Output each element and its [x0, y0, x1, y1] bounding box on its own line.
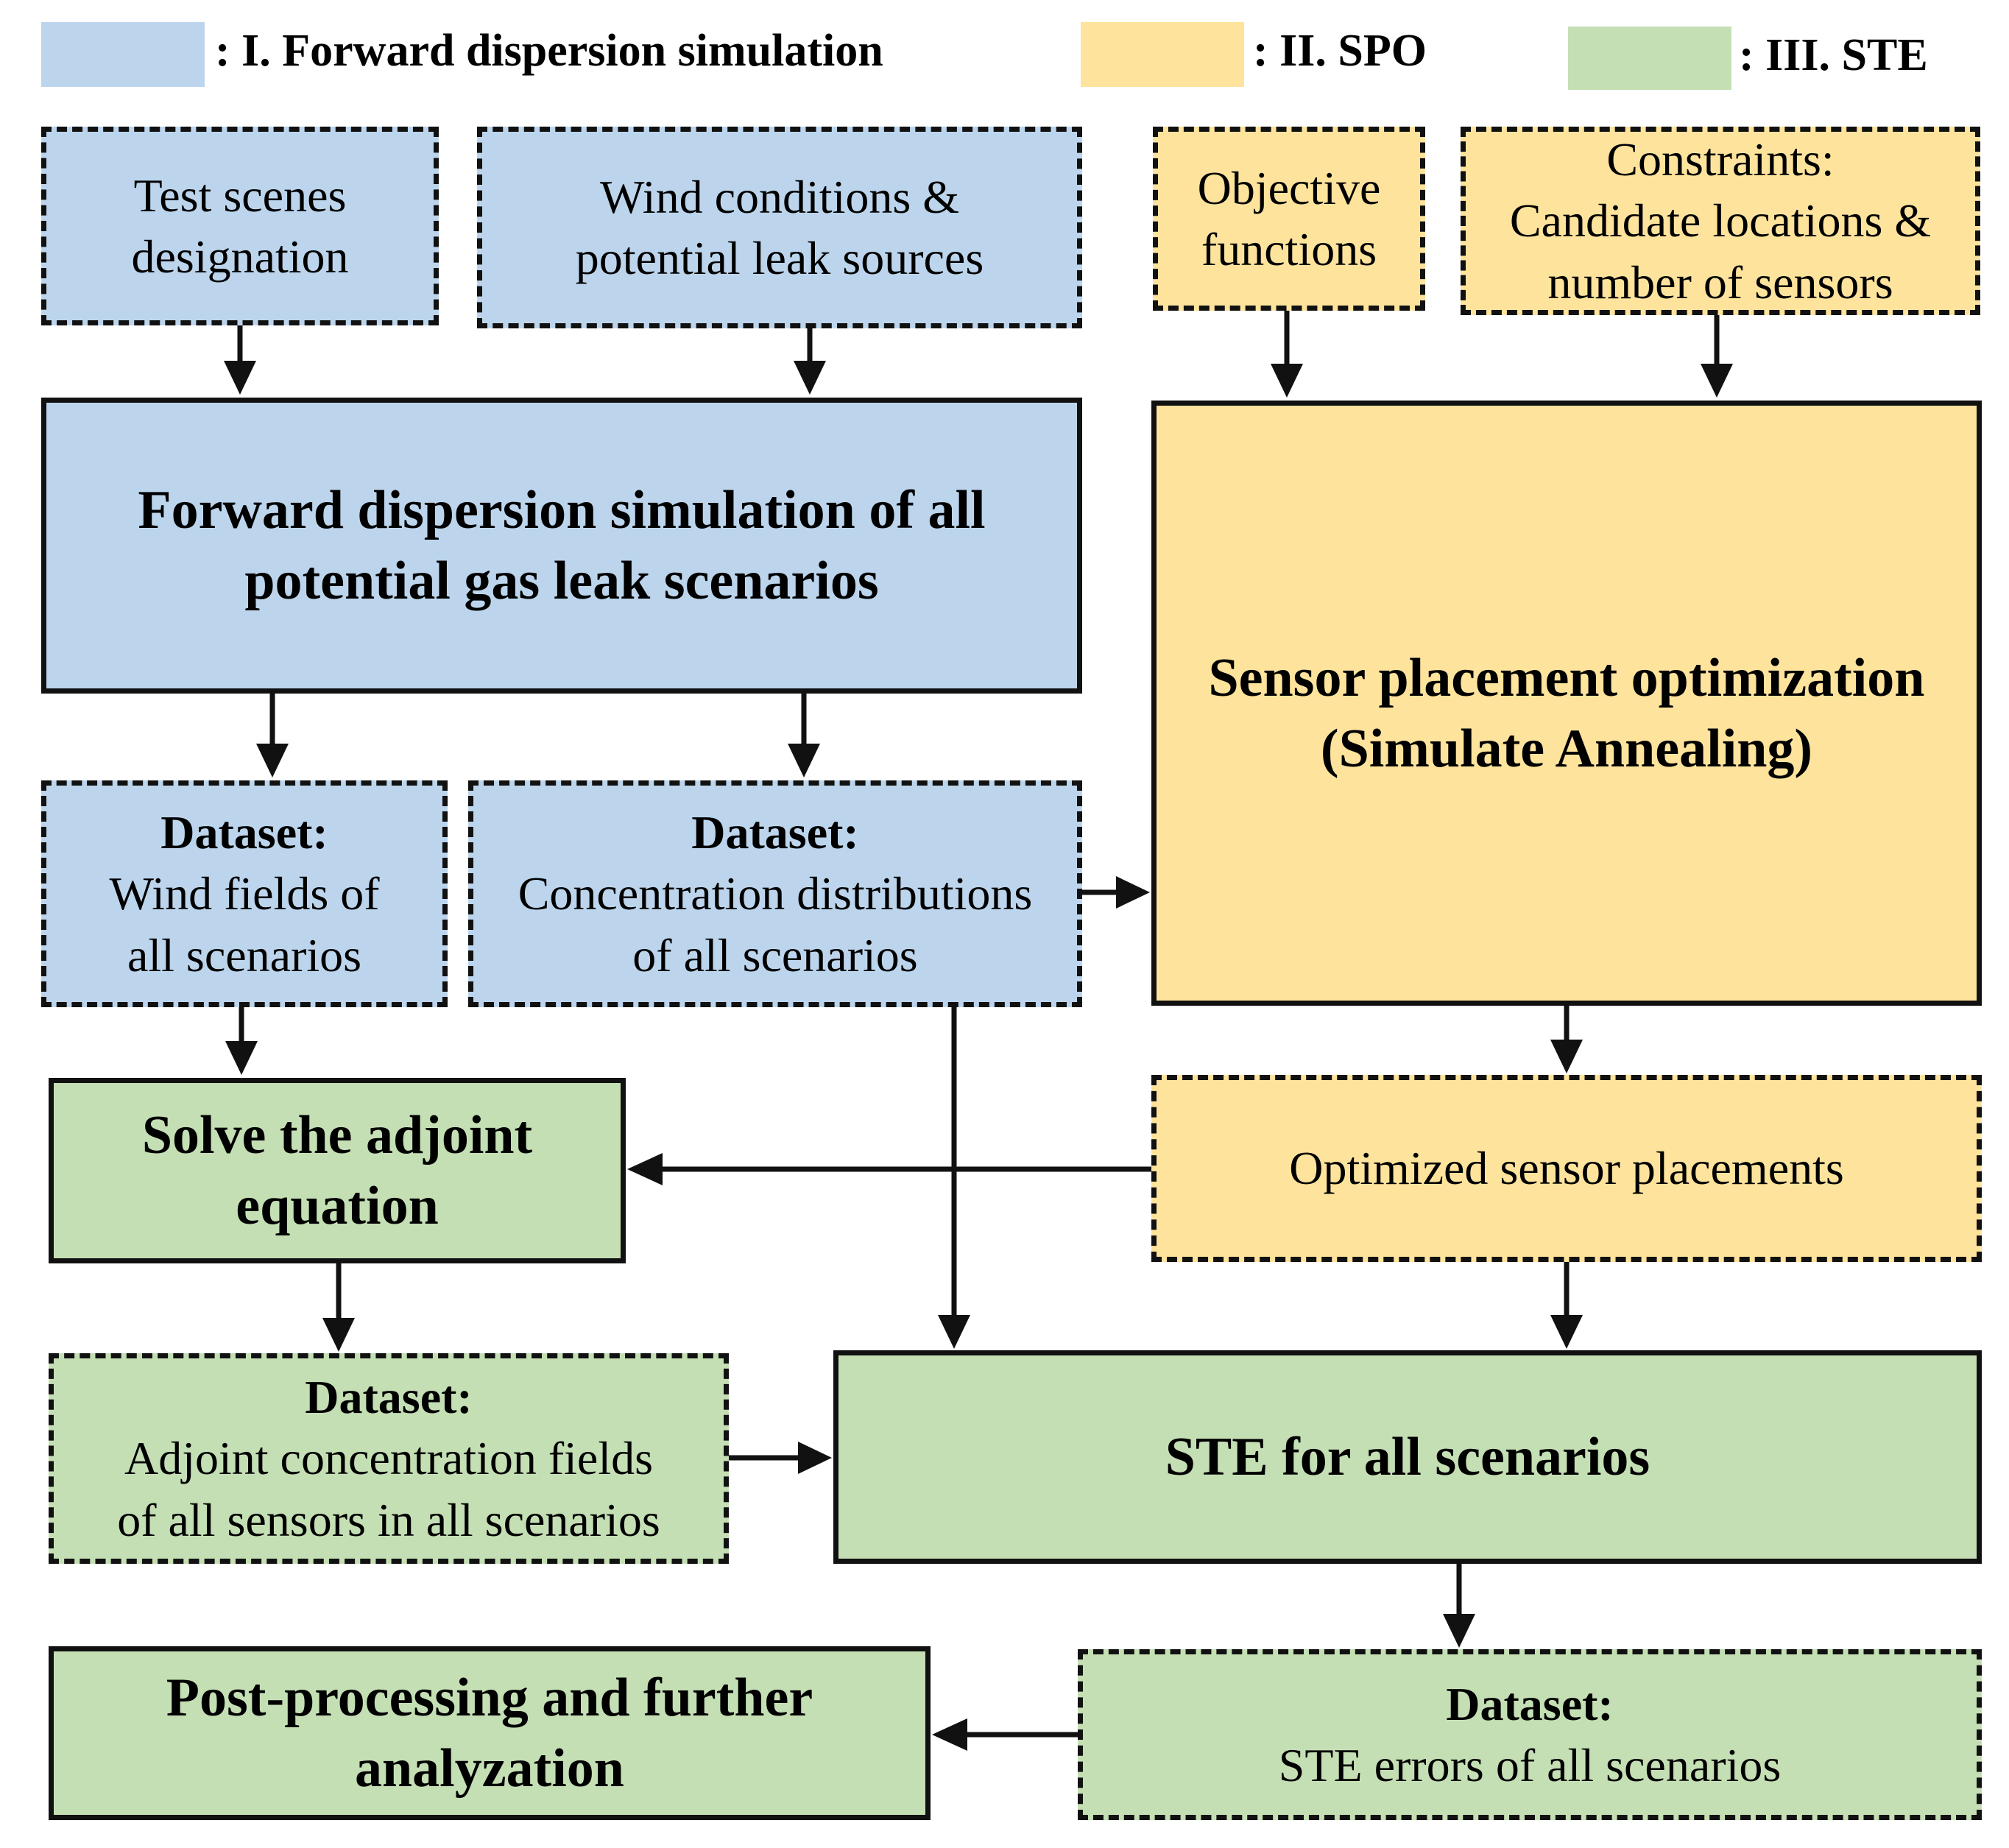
- node-forward-simulation: Forward dispersion simulation of all pot…: [41, 398, 1082, 694]
- node-dataset-wind-line-2: all scenarios: [127, 928, 362, 981]
- node-dataset-ste-errors: Dataset: STE errors of all scenarios: [1078, 1649, 1982, 1820]
- legend-swatch-spo: [1081, 22, 1244, 87]
- node-dataset-adjoint-fields: Dataset: Adjoint concentration fields of…: [49, 1353, 729, 1564]
- node-dataset-concentration: Dataset: Concentration distributions of …: [468, 780, 1082, 1007]
- node-dataset-errors-line-1: STE errors of all scenarios: [1278, 1739, 1782, 1791]
- node-solve-adjoint-line-1: Solve the adjoint: [141, 1104, 533, 1165]
- node-constraints-line-1: Constraints:: [1606, 133, 1835, 186]
- node-test-scenes: Test scenes designation: [41, 127, 439, 325]
- node-solve-adjoint: Solve the adjoint equation: [49, 1078, 626, 1263]
- node-spo-line-2: (Simulate Annealing): [1320, 719, 1813, 780]
- node-ste-line-1: STE for all scenarios: [1165, 1426, 1650, 1487]
- node-ste-all-scenarios: STE for all scenarios: [833, 1350, 1982, 1564]
- node-objective-functions-line-2: functions: [1201, 223, 1377, 275]
- node-optimized-line-1: Optimized sensor placements: [1289, 1142, 1844, 1195]
- node-objective-functions-line-1: Objective: [1197, 161, 1381, 214]
- node-dataset-adjoint-heading: Dataset:: [305, 1371, 473, 1424]
- arrowhead-objective-to-spo: [1271, 364, 1303, 398]
- node-dataset-wind-heading: Dataset:: [160, 806, 328, 859]
- node-solve-adjoint-line-2: equation: [236, 1176, 439, 1236]
- node-forward-simulation-line-2: potential gas leak scenarios: [244, 551, 879, 611]
- node-constraints-line-2: Candidate locations &: [1509, 194, 1932, 247]
- arrowhead-conc-dataset-to-ste: [938, 1315, 970, 1349]
- node-test-scenes-line-1: Test scenes: [133, 169, 347, 222]
- arrowhead-spo-to-optimized: [1550, 1040, 1583, 1073]
- arrowhead-optimized-to-ste: [1550, 1315, 1583, 1349]
- node-dataset-adjoint-line-2: of all sensors in all scenarios: [117, 1493, 660, 1546]
- arrowhead-test-scenes-to-forward: [224, 361, 256, 395]
- node-dataset-wind-fields: Dataset: Wind fields of all scenarios: [41, 780, 448, 1007]
- legend-label-spo: : II. SPO: [1253, 26, 1427, 76]
- legend-label-ste: : III. STE: [1739, 30, 1928, 80]
- legend-label-forward: : I. Forward dispersion simulation: [215, 26, 883, 76]
- node-test-scenes-line-2: designation: [131, 230, 349, 283]
- arrowhead-wind-to-forward: [794, 361, 826, 395]
- node-post-processing: Post-processing and further analyzation: [49, 1646, 931, 1820]
- arrowhead-adjoint-to-adjoint-dataset: [322, 1318, 355, 1352]
- node-wind-conditions-line-2: potential leak sources: [575, 232, 984, 284]
- node-dataset-conc-line-2: of all scenarios: [632, 928, 918, 981]
- node-forward-simulation-line-1: Forward dispersion simulation of all: [138, 479, 986, 540]
- legend-swatch-ste: [1568, 27, 1731, 90]
- arrowhead-conc-dataset-to-spo: [1116, 876, 1150, 909]
- arrowhead-optimized-to-adjoint: [627, 1153, 663, 1185]
- arrowhead-ste-to-errors-dataset: [1443, 1614, 1475, 1648]
- arrowhead-adjoint-dataset-to-ste: [798, 1442, 832, 1474]
- arrowhead-constraints-to-spo: [1701, 364, 1733, 398]
- arrowhead-wind-dataset-to-adjoint: [225, 1041, 258, 1075]
- node-optimized-placements: Optimized sensor placements: [1151, 1075, 1982, 1262]
- node-objective-functions: Objective functions: [1153, 127, 1425, 311]
- node-post-processing-line-1: Post-processing and further: [166, 1667, 813, 1728]
- node-dataset-adjoint-line-1: Adjoint concentration fields: [124, 1432, 654, 1485]
- node-wind-conditions-line-1: Wind conditions &: [599, 170, 960, 223]
- arrowhead-forward-to-conc-dataset: [788, 744, 820, 777]
- node-constraints-line-3: number of sensors: [1547, 255, 1893, 308]
- node-sensor-placement-optimization: Sensor placement optimization (Simulate …: [1151, 401, 1982, 1006]
- arrowhead-errors-to-post: [932, 1718, 967, 1751]
- legend-swatch-forward: [41, 22, 205, 87]
- arrowhead-forward-to-wind-dataset: [256, 744, 289, 777]
- node-dataset-conc-line-1: Concentration distributions: [518, 867, 1033, 920]
- node-dataset-errors-heading: Dataset:: [1446, 1677, 1614, 1730]
- node-spo-line-1: Sensor placement optimization: [1208, 648, 1925, 708]
- node-constraints: Constraints: Candidate locations & numbe…: [1461, 127, 1980, 315]
- node-dataset-conc-heading: Dataset:: [691, 806, 859, 859]
- node-post-processing-line-2: analyzation: [355, 1738, 624, 1799]
- node-wind-conditions: Wind conditions & potential leak sources: [477, 127, 1082, 328]
- node-dataset-wind-line-1: Wind fields of: [109, 867, 380, 920]
